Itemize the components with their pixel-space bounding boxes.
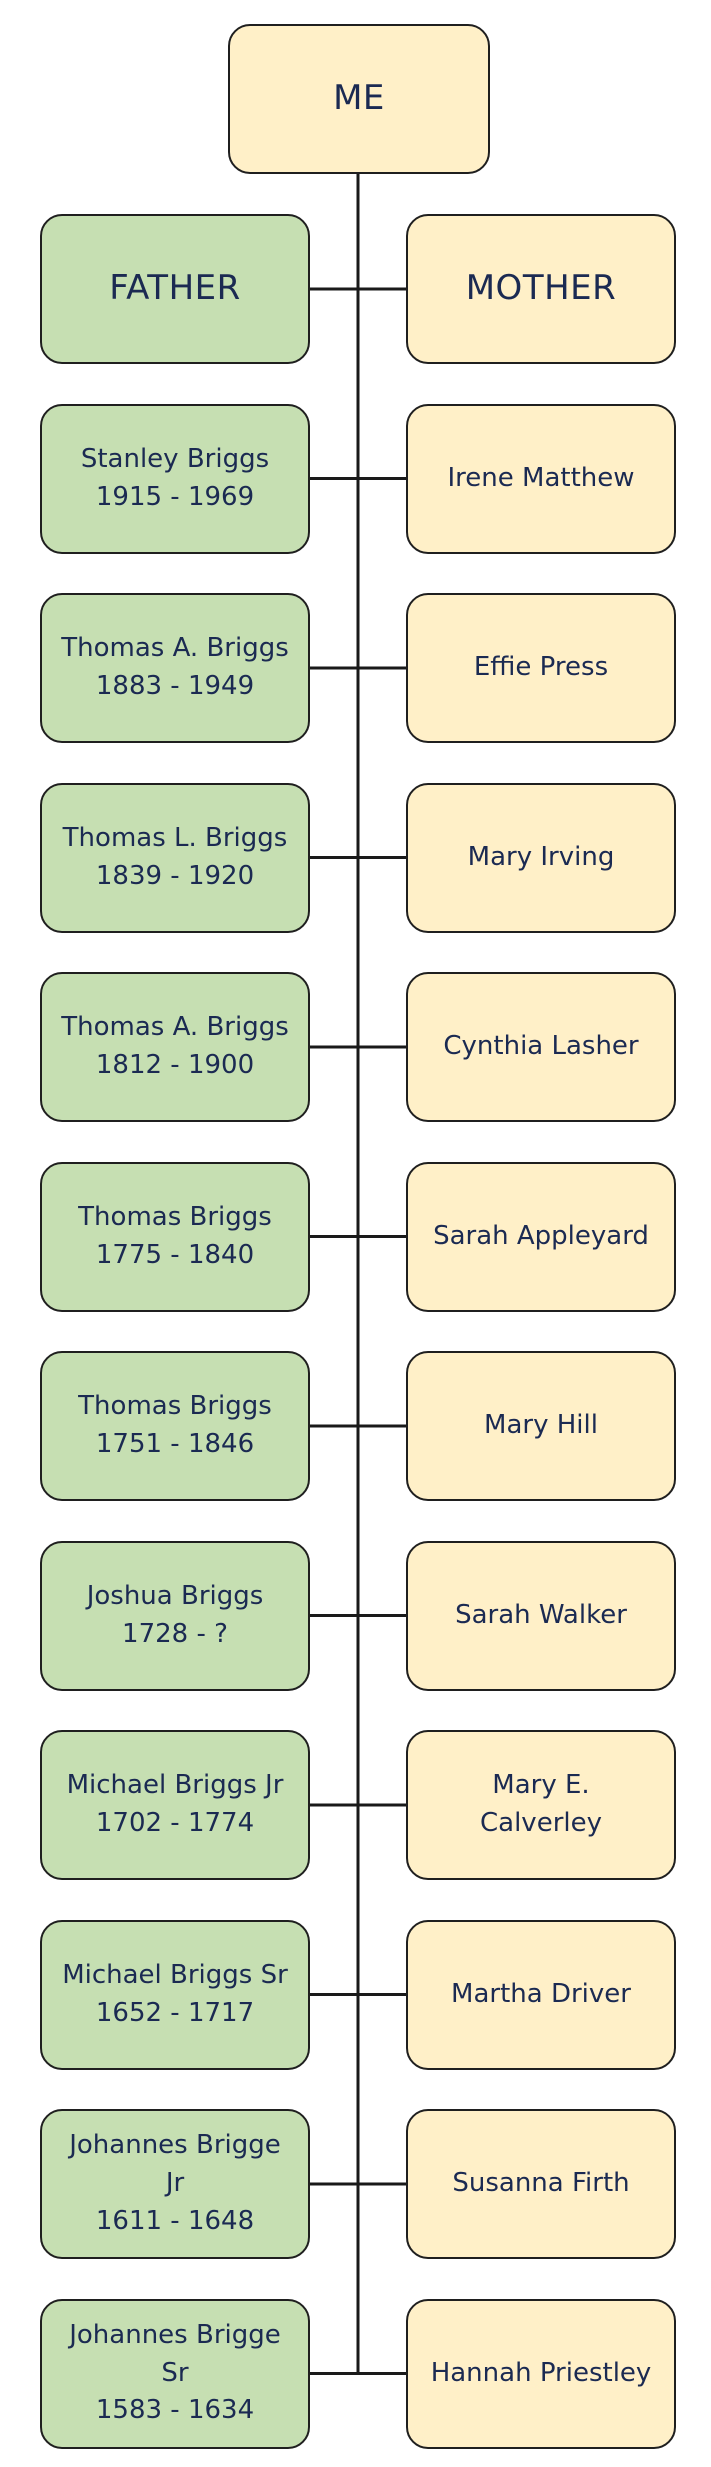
mother-box-2-text: Effie Press xyxy=(473,652,609,683)
mother-box-1: Irene Matthew xyxy=(406,403,676,554)
mother-box-1-text: Irene Matthew xyxy=(447,462,635,493)
mother-box-9-text: Martha Driver xyxy=(451,1978,631,2009)
father-header-box: FATHER xyxy=(40,214,310,364)
father-box-6-text: Thomas Briggs xyxy=(78,1391,272,1422)
father-box-11-text: Johannes Brigge xyxy=(69,2319,281,2350)
father-box-3: Thomas L. Briggs 1839 - 1920 xyxy=(40,782,310,933)
mother-box-6-text: Mary Hill xyxy=(484,1410,598,1441)
father-box-4-text: Thomas A. Briggs xyxy=(61,1012,289,1043)
father-box-7: Joshua Briggs 1728 - ? xyxy=(40,1540,310,1691)
mother-box-5: Sarah Appleyard xyxy=(406,1161,676,1312)
father-box-9-text: Michael Briggs Sr xyxy=(62,1959,288,1990)
father-box-1-text: Stanley Briggs xyxy=(80,443,270,474)
father-box-11-text: Sr xyxy=(161,2357,189,2388)
father-box-6-text: 1751 - 1846 xyxy=(95,1429,255,1459)
mother-box-8: Mary E. Calverley xyxy=(406,1730,676,1880)
father-box-2-text: Thomas A. Briggs xyxy=(61,633,289,664)
father-box-6: Thomas Briggs 1751 - 1846 xyxy=(40,1351,310,1501)
mother-box-4-text: Cynthia Lasher xyxy=(443,1031,639,1062)
father-box-4-text: 1812 - 1900 xyxy=(95,1050,255,1080)
mother-box-6: Mary Hill xyxy=(406,1351,676,1501)
father-box-9-text: 1652 - 1717 xyxy=(95,1997,255,2028)
father-box-10-text: 1611 - 1648 xyxy=(95,2205,255,2236)
mother-box-10-text: Susanna Firth xyxy=(452,2168,630,2199)
father-box-11-text: 1583 - 1634 xyxy=(95,2395,255,2426)
father-box-2: Thomas A. Briggs 1883 - 1949 xyxy=(40,593,310,743)
father-box-8: Michael Briggs Jr 1702 - 1774 xyxy=(40,1730,310,1880)
father-box-1: Stanley Briggs 1915 - 1969 xyxy=(40,403,310,554)
mother-header-box: MOTHER xyxy=(406,214,676,364)
mother-box-8-text: Mary E. xyxy=(492,1770,590,1801)
mother-box-7-text: Sarah Walker xyxy=(455,1599,627,1630)
father-box-2-text: 1883 - 1949 xyxy=(95,671,255,701)
father-header-box-text: FATHER xyxy=(109,268,241,309)
father-box-3-text: 1839 - 1920 xyxy=(95,860,255,891)
mother-box-8-text: Calverley xyxy=(480,1808,602,1838)
father-box-10-text: Jr xyxy=(165,2168,185,2199)
mother-box-3: Mary Irving xyxy=(406,782,676,933)
me-box-text: ME xyxy=(333,78,385,119)
father-box-4: Thomas A. Briggs 1812 - 1900 xyxy=(40,972,310,1122)
mother-box-2: Effie Press xyxy=(406,593,676,743)
mother-box-4: Cynthia Lasher xyxy=(406,972,676,1122)
father-box-7-text: Joshua Briggs xyxy=(86,1580,264,1611)
father-box-5-text: 1775 - 1840 xyxy=(95,1239,255,1270)
father-box-9: Michael Briggs Sr 1652 - 1717 xyxy=(40,1919,310,2070)
father-box-10-text: Johannes Brigge xyxy=(69,2130,281,2161)
me-box: ME xyxy=(228,24,490,174)
mother-box-11: Hannah Priestley xyxy=(406,2298,676,2449)
father-box-3-text: Thomas L. Briggs xyxy=(62,822,288,853)
father-box-8-text: 1702 - 1774 xyxy=(95,1808,255,1838)
father-box-5-text: Thomas Briggs xyxy=(78,1201,272,1232)
mother-box-7: Sarah Walker xyxy=(406,1540,676,1691)
father-box-8-text: Michael Briggs Jr xyxy=(66,1770,284,1801)
mother-box-11-text: Hannah Priestley xyxy=(430,2357,652,2388)
father-box-1-text: 1915 - 1969 xyxy=(95,481,255,512)
mother-box-5-text: Sarah Appleyard xyxy=(433,1220,649,1251)
mother-box-9: Martha Driver xyxy=(406,1919,676,2070)
mother-header-box-text: MOTHER xyxy=(465,268,617,309)
father-box-7-text: 1728 - ? xyxy=(122,1618,228,1649)
father-box-5: Thomas Briggs 1775 - 1840 xyxy=(40,1161,310,1312)
mother-box-3-text: Mary Irving xyxy=(467,841,615,872)
mother-box-10: Susanna Firth xyxy=(406,2109,676,2259)
